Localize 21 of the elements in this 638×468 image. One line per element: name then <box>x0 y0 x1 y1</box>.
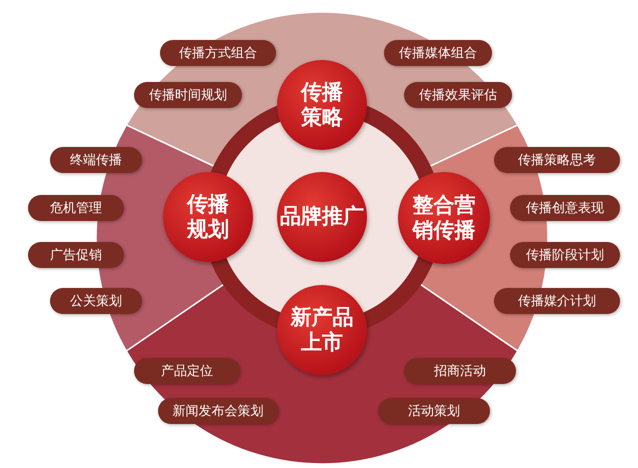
item-pill: 传播媒体组合 <box>384 40 492 66</box>
topic-label: 传播策略 <box>299 80 344 130</box>
item-pill: 新闻发布会策划 <box>158 398 278 424</box>
item-pill: 传播创意表现 <box>510 195 620 221</box>
item-pill: 危机管理 <box>28 195 124 221</box>
item-pill: 公关策划 <box>50 288 142 314</box>
item-pill: 活动策划 <box>378 398 490 424</box>
topic-label: 品牌推广 <box>279 204 365 230</box>
topic-label: 整合营销传播 <box>411 192 476 244</box>
item-pill: 传播方式组合 <box>160 40 276 66</box>
item-pill: 传播策略思考 <box>494 147 620 173</box>
item-pill: 传播时间规划 <box>134 82 242 108</box>
item-pill: 招商活动 <box>404 358 516 384</box>
item-pill: 传播媒介计划 <box>494 288 620 314</box>
item-pill: 广告促销 <box>28 242 124 268</box>
item-pill: 传播效果评估 <box>404 82 512 108</box>
topic-label: 传播规划 <box>185 192 230 242</box>
item-pill: 传播阶段计划 <box>510 242 620 268</box>
item-pill: 产品定位 <box>134 358 240 384</box>
item-pill: 终端传播 <box>50 147 142 173</box>
topic-label: 新产品上市 <box>289 304 354 356</box>
